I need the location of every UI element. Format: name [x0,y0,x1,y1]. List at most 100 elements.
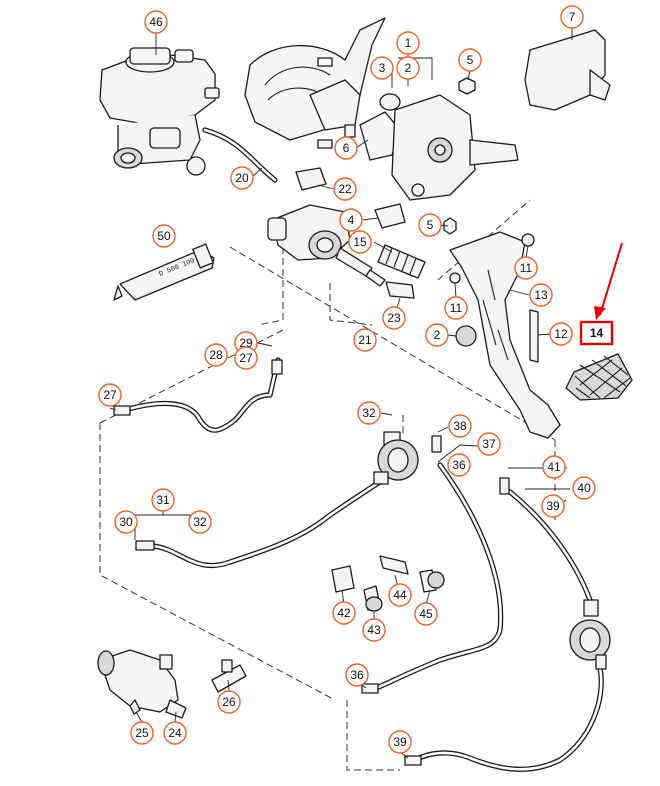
callout-circle [444,296,468,320]
callout-number: 27 [103,388,117,402]
line-clips [331,555,445,612]
callout-circle [163,721,187,745]
callout-number: 11 [520,261,533,275]
callout-circle [114,510,138,534]
callout-number: 26 [222,695,236,709]
callout-circle [418,213,442,237]
callout-number: 50 [157,229,171,243]
callout-c11b: 11 [444,296,468,320]
callout-circle [458,48,482,72]
pipe-fittings [113,359,510,766]
callout-number: 3 [379,61,386,75]
callout-number: 32 [362,406,376,420]
callout-number: 28 [209,348,223,362]
callout-circle [396,31,420,55]
callout-number: 30 [119,515,133,529]
callout-c15: 15 [348,230,372,254]
callout-circle [144,10,168,34]
callout-circle [448,414,472,438]
callout-circle [572,476,596,500]
callout-number: 5 [467,53,474,67]
callout-circle [152,224,176,248]
callout-circle [560,5,584,29]
callout-circle [353,328,377,352]
callout-c31: 31 [151,488,175,512]
bleed-fitting [211,659,247,693]
callout-c6: 6 [334,136,358,160]
callout-circle [234,346,258,370]
callout-c24: 24 [163,721,187,745]
callout-number: 7 [569,10,576,24]
callout-number: 43 [367,623,381,637]
callout-number: 37 [482,437,496,451]
callout-number: 23 [387,311,401,325]
callout-number: 40 [577,481,591,495]
callout-c36a: 36 [447,453,471,477]
callout-circle [529,283,553,307]
callout-circle [151,488,175,512]
callout-c11a: 11 [514,256,538,280]
callout-circle [514,256,538,280]
callout-circle [425,323,449,347]
callout-number: 38 [453,419,467,433]
callout-c42: 42 [332,601,356,625]
callout-circle [542,455,566,479]
callout-circle [333,177,357,201]
callout-number: 27 [239,351,253,365]
callout-circle [357,401,381,425]
callout-c25: 25 [130,721,154,745]
callout-c32a: 32 [357,401,381,425]
highlight-arrow [594,242,623,320]
callout-c27a: 27 [234,346,258,370]
clutch-master-cylinder [267,204,386,287]
callout-c5a: 5 [458,48,482,72]
callout-circle [339,208,363,232]
callout-number: 2 [434,328,441,342]
callout-c41: 41 [542,455,566,479]
callout-circle [362,618,386,642]
callout-number: 6 [343,141,350,155]
callout-circle [370,56,394,80]
callout-circle [130,721,154,745]
callout-circle [388,583,412,607]
callout-number: 4 [348,213,355,227]
retaining-clip [385,281,415,299]
callout-c45: 45 [414,602,438,626]
callout-number: 39 [546,499,560,513]
callout-number: 44 [393,588,407,602]
callout-circle [230,166,254,190]
callout-circle [447,453,471,477]
callout-circle [332,601,356,625]
callout-number: 12 [554,327,568,341]
callout-circle [345,663,369,687]
callout-c23: 23 [382,306,406,330]
callout-number: 36 [350,668,364,682]
return-spring [377,244,426,279]
callout-number: 25 [135,726,149,740]
callout-c20: 20 [230,166,254,190]
callout-c12: 12 [549,322,573,346]
callout-number: 2 [405,61,412,75]
callout-c46: 46 [144,10,168,34]
callout-c5b: 5 [418,213,442,237]
callout-number: 5 [427,218,434,232]
pedal-bracket-assembly [244,17,519,235]
callout-number: 1 [405,36,412,50]
callout-circle [549,322,573,346]
callout-circle [188,510,212,534]
callout-circle [334,136,358,160]
highlight-label: 14 [590,326,604,340]
callout-circle [217,690,241,714]
callout-number: 21 [358,333,372,347]
callout-number: 20 [235,171,249,185]
pedal-cover [524,29,611,111]
highlight-box-14: 14 [579,320,614,346]
callout-circle [98,383,122,407]
callout-c2b: 2 [425,323,449,347]
callout-c43: 43 [362,618,386,642]
callout-number: 31 [156,493,170,507]
callout-number: 32 [193,515,207,529]
callout-number: 29 [239,336,253,350]
